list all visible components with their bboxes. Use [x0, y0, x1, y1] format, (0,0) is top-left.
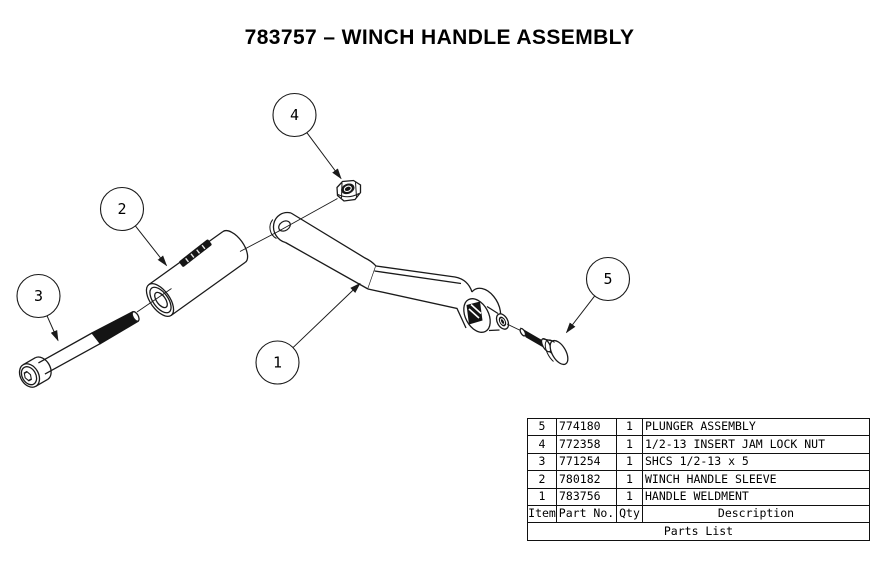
table-row: 1 783756 1 HANDLE WELDMENT — [527, 487, 870, 506]
callout-balloon-2: 2 — [99, 186, 145, 232]
cell-part-no: 774180 — [556, 417, 617, 437]
parts-list-table: 5 774180 1 PLUNGER ASSEMBLY 4 772358 1 1… — [527, 417, 870, 541]
svg-text:4: 4 — [290, 106, 299, 124]
part-jam-lock-nut — [336, 179, 362, 202]
leader-line-1 — [292, 282, 361, 348]
leader-line-5 — [565, 295, 596, 334]
cell-qty: 1 — [616, 452, 643, 472]
square-drive-hole — [466, 301, 483, 325]
cell-part-no: 780182 — [556, 470, 617, 489]
column-header-qty: Qty — [616, 504, 643, 524]
part-handle-weldment — [269, 211, 510, 333]
cell-qty: 1 — [616, 435, 643, 454]
cell-part-no: 772358 — [556, 435, 617, 454]
svg-text:3: 3 — [34, 287, 43, 305]
table-title-row: Parts List — [527, 522, 870, 541]
column-header-description: Description — [642, 504, 870, 524]
callout-balloon-1: 1 — [255, 340, 300, 385]
part-plunger-assembly — [519, 327, 569, 366]
cell-item: 1 — [527, 487, 557, 506]
cell-item: 3 — [527, 452, 557, 472]
svg-text:2: 2 — [117, 200, 126, 218]
callout-balloons: 1 2 3 4 5 — [16, 92, 631, 385]
centerline-clevis-to-nut — [277, 198, 338, 232]
cell-qty: 1 — [616, 470, 643, 489]
leader-lines — [46, 132, 596, 348]
callout-balloon-3: 3 — [16, 273, 61, 319]
column-header-item: Item — [527, 504, 557, 524]
leader-line-3 — [46, 315, 59, 342]
leader-line-4 — [306, 132, 342, 180]
cell-description: PLUNGER ASSEMBLY — [642, 417, 870, 437]
hex-socket-icon — [23, 370, 32, 382]
cell-item: 4 — [527, 435, 557, 454]
table-row: 2 780182 1 WINCH HANDLE SLEEVE — [527, 470, 870, 489]
cell-description: HANDLE WELDMENT — [642, 487, 870, 506]
callout-balloon-5: 5 — [585, 256, 631, 302]
sleeve-marking-icon — [179, 239, 212, 267]
centerline-socket-to-plunger — [506, 323, 521, 331]
clevis-hole — [278, 220, 291, 232]
centerline-sleeve-to-clevis — [239, 230, 281, 252]
cell-description: SHCS 1/2-13 x 5 — [642, 452, 870, 472]
callout-balloon-4: 4 — [272, 92, 317, 138]
table-row: 5 774180 1 PLUNGER ASSEMBLY — [527, 417, 870, 437]
svg-text:1: 1 — [273, 354, 282, 372]
cell-item: 2 — [527, 470, 557, 489]
cell-description: 1/2-13 INSERT JAM LOCK NUT — [642, 435, 870, 454]
cell-item: 5 — [527, 417, 557, 437]
table-row: 3 771254 1 SHCS 1/2-13 x 5 — [527, 452, 870, 472]
leader-line-2 — [134, 225, 168, 267]
column-header-part-no: Part No. — [556, 504, 617, 524]
svg-text:5: 5 — [603, 270, 612, 288]
parts-list-title: Parts List — [527, 522, 870, 541]
table-row: 4 772358 1 1/2-13 INSERT JAM LOCK NUT — [527, 435, 870, 454]
cell-part-no: 783756 — [556, 487, 617, 506]
cell-qty: 1 — [616, 417, 643, 437]
part-winch-handle-sleeve — [145, 229, 249, 318]
cell-part-no: 771254 — [556, 452, 617, 472]
part-shcs-bolt — [18, 310, 140, 388]
cell-description: WINCH HANDLE SLEEVE — [642, 470, 870, 489]
centerline-bolt-axis — [136, 288, 172, 313]
cell-qty: 1 — [616, 487, 643, 506]
drawing-title: 783757 – WINCH HANDLE ASSEMBLY — [244, 26, 635, 49]
table-header-row: Item Part No. Qty Description — [527, 504, 870, 524]
